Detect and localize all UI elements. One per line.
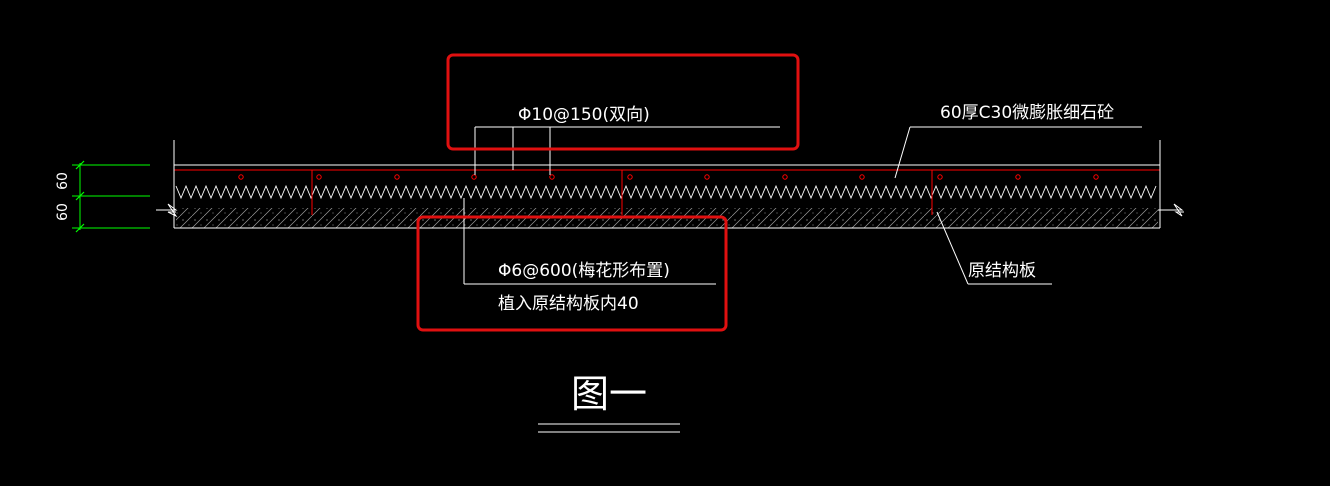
break-symbol-right [1158, 203, 1184, 217]
existing-slab-label: 原结构板 [968, 261, 1036, 281]
dowel-bar [621, 169, 630, 215]
dowel-bars [311, 169, 940, 215]
existing-slab-callout: 原结构板 [936, 211, 1052, 285]
rebar-dot [1093, 174, 1099, 180]
rebar-dot [471, 174, 477, 180]
dowel-label-line1: Φ6@600(梅花形布置) [498, 261, 670, 281]
rebar-dot [549, 174, 555, 180]
roughened-interface [175, 184, 1157, 200]
rebar-dot [782, 174, 788, 180]
dim-tick-mid [75, 191, 85, 201]
dim-tick-bottom [75, 223, 85, 233]
rebar-dot [316, 174, 322, 180]
rebar-dot [394, 174, 400, 180]
topping-callout: 60厚C30微膨胀细石砼 [894, 103, 1142, 179]
topping-leader-diagonal [894, 126, 911, 179]
dim-text-upper: 60 [55, 172, 71, 190]
rebar-dot [238, 174, 244, 180]
highlight-box-bottom [416, 215, 728, 332]
figure-title: 图一 [571, 372, 647, 416]
top-rebar-label: Φ10@150(双向) [518, 105, 650, 125]
highlight-box-top [446, 53, 800, 151]
rebar-dot [627, 174, 633, 180]
dim-text-lower: 60 [55, 203, 71, 221]
dowel-label-line2: 植入原结构板内40 [498, 294, 639, 314]
rebar-dot [937, 174, 943, 180]
topping-label: 60厚C30微膨胀细石砼 [940, 103, 1114, 123]
slab-leader-diagonal [936, 211, 969, 285]
dowel-bar [311, 169, 320, 215]
dimension-chain: 60 60 [55, 160, 150, 233]
rebar-dots [238, 174, 1099, 180]
rebar-dot [859, 174, 865, 180]
top-rebar-callout: Φ10@150(双向) [446, 53, 800, 175]
rebar-dot [704, 174, 710, 180]
break-symbol-left [156, 203, 178, 218]
dowel-bar [931, 169, 940, 215]
figure-title-block: 图一 [538, 372, 680, 433]
dowel-callout: Φ6@600(梅花形布置) 植入原结构板内40 [416, 198, 728, 332]
dim-tick-top [75, 160, 85, 170]
rebar-dot [1015, 174, 1021, 180]
